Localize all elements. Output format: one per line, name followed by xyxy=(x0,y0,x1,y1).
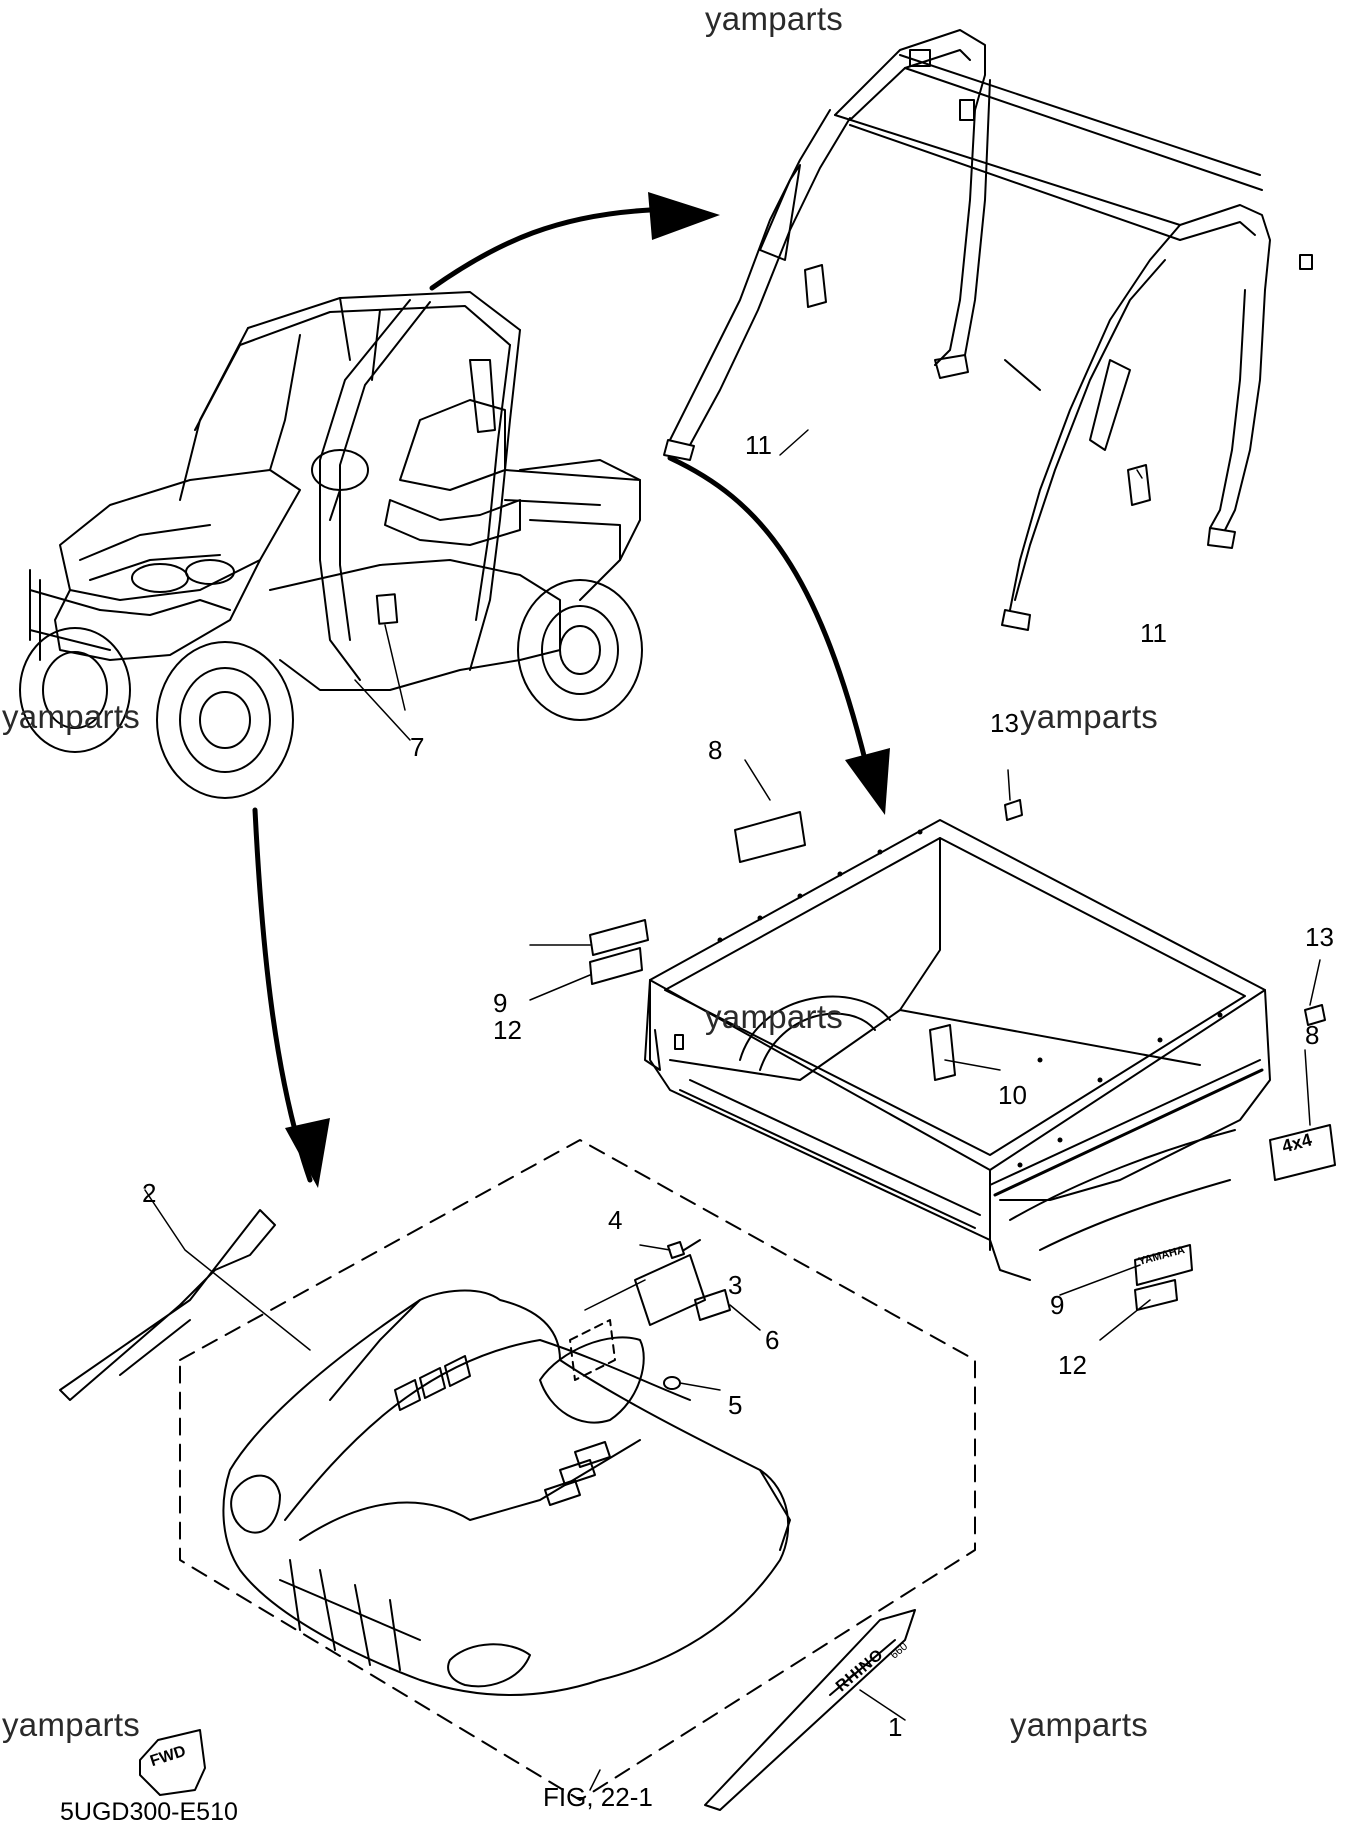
watermark: yamparts xyxy=(1010,1706,1149,1743)
callout-1: 1 xyxy=(888,1712,903,1742)
figure-reference: FIG, 22-1 xyxy=(543,1782,653,1812)
watermark: yamparts xyxy=(2,698,141,735)
callout-11: 11 xyxy=(1140,618,1167,648)
bed-decals xyxy=(589,799,1336,1311)
callout-8: 8 xyxy=(708,735,723,765)
leader-lines xyxy=(144,429,1321,1791)
watermark: yamparts xyxy=(705,998,844,1035)
bed-rivets xyxy=(717,829,1223,1168)
rhino-side-decal xyxy=(704,1609,916,1811)
fwd-arrow-icon xyxy=(139,1729,206,1796)
callout-5: 5 xyxy=(728,1390,743,1420)
hood-stripe-decal xyxy=(59,1209,276,1401)
callout-12: 12 xyxy=(1058,1350,1087,1380)
callout-2: 2 xyxy=(142,1178,157,1208)
watermark: yamparts xyxy=(1020,698,1159,735)
callout-7: 7 xyxy=(410,732,425,762)
watermark: yamparts xyxy=(2,1706,141,1743)
callout-6: 6 xyxy=(765,1325,780,1355)
rops-frame xyxy=(663,29,1313,631)
callout-4: 4 xyxy=(608,1205,623,1235)
front-hood-assembly xyxy=(179,1139,976,1801)
callout-8: 8 xyxy=(1305,1020,1320,1050)
callout-13: 13 xyxy=(1305,922,1334,952)
callout-9: 9 xyxy=(1050,1290,1065,1320)
watermark: yamparts xyxy=(705,0,844,37)
callout-10: 10 xyxy=(998,1080,1027,1110)
diagram-code: 5UGD300-E510 xyxy=(60,1798,238,1826)
arrow-heads xyxy=(285,192,890,1188)
callout-9: 9 xyxy=(493,988,508,1018)
callout-13: 13 xyxy=(990,708,1019,738)
callout-11: 11 xyxy=(745,430,772,460)
utv-vehicle-illustration xyxy=(19,291,643,799)
callout-3: 3 xyxy=(728,1270,743,1300)
callout-12: 12 xyxy=(493,1015,522,1045)
cargo-bed xyxy=(644,819,1271,1281)
